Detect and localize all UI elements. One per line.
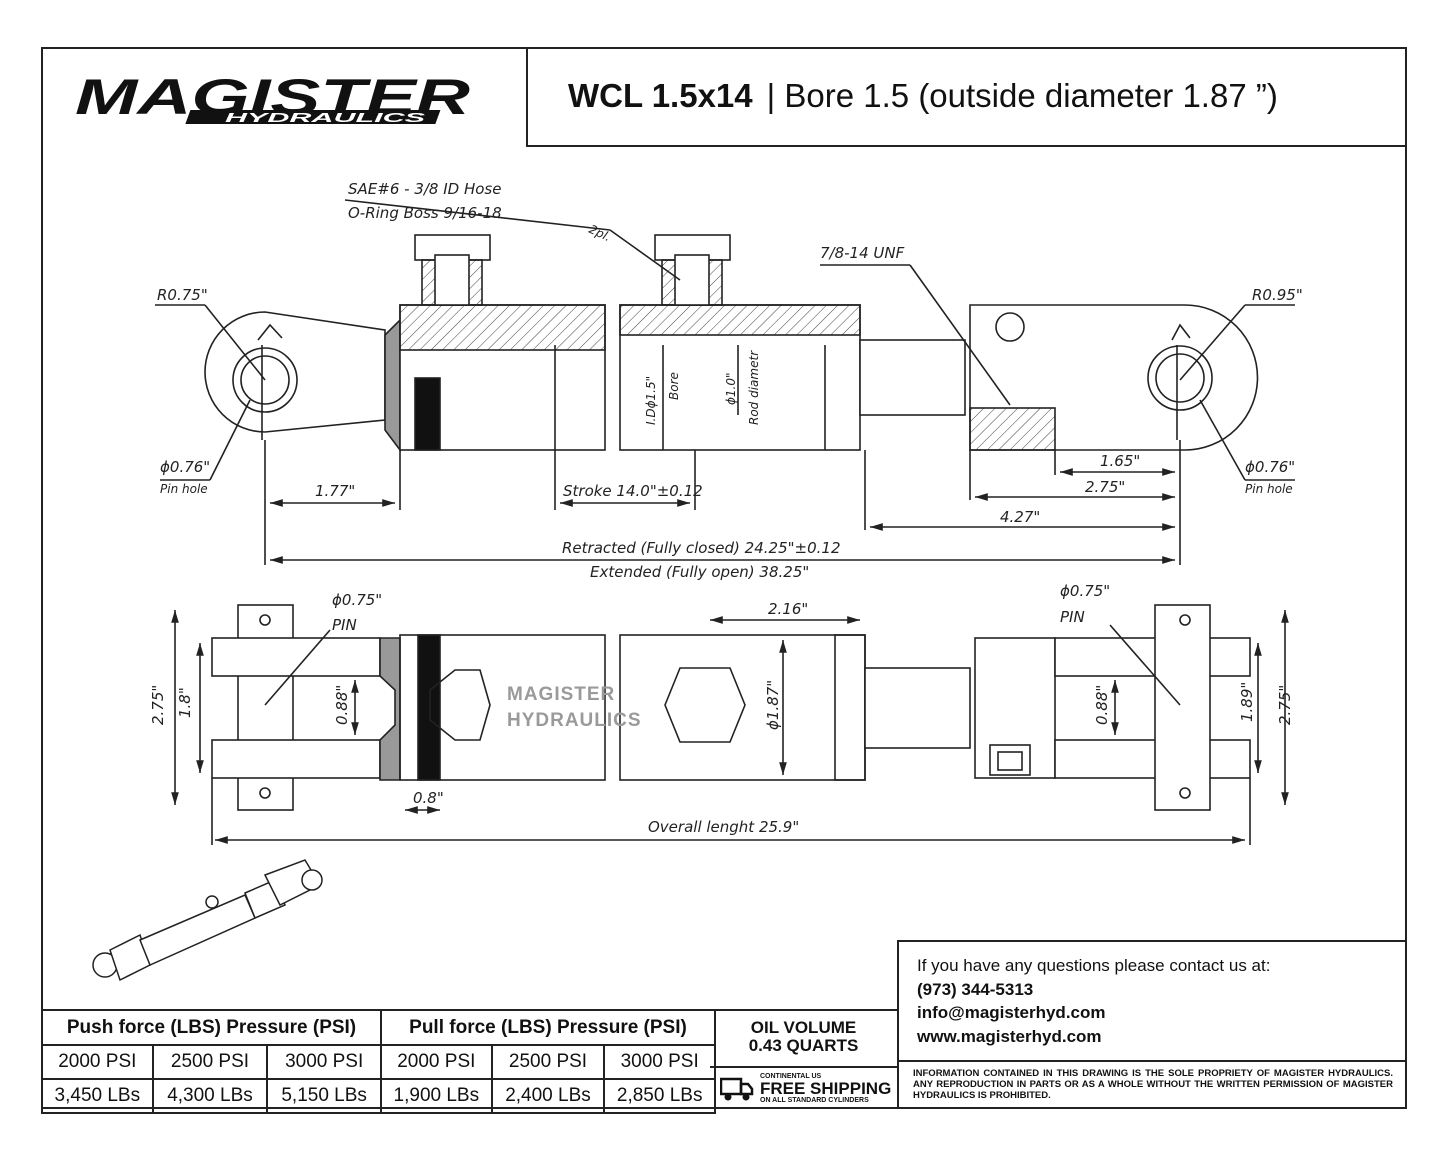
pressure-cell: 2500 PSI	[151, 1044, 269, 1080]
pressure-cell: 2000 PSI	[41, 1044, 154, 1080]
right-189: 1.89"	[1238, 682, 1256, 722]
pressure-cell: 2000 PSI	[380, 1044, 493, 1080]
seal-ring-side	[417, 634, 441, 781]
port-right	[654, 234, 731, 306]
rod-side	[864, 667, 971, 749]
dim-187: ϕ1.87"	[764, 680, 782, 730]
cylinder-render	[92, 859, 323, 982]
right-pin-side: PIN	[1060, 608, 1085, 626]
barrel-top	[399, 304, 861, 451]
left-18: 1.8"	[176, 687, 194, 718]
left-pin-hole: Pin hole	[160, 482, 208, 496]
left-radius: R0.75"	[157, 286, 208, 304]
pull-header: Pull force (LBS) Pressure (PSI)	[380, 1009, 716, 1046]
retracted-length: Retracted (Fully closed) 24.25"±0.12	[562, 539, 840, 557]
force-value: 2,850 LBs	[603, 1078, 716, 1114]
left-clevis-side	[211, 604, 381, 811]
left-pin-dia-side: ϕ0.75"	[332, 591, 382, 609]
right-088: 0.88"	[1093, 685, 1111, 725]
shipping-main: FREE SHIPPING	[760, 1079, 892, 1098]
force-table: Push force (LBS) Pressure (PSI) Pull for…	[41, 1009, 716, 1114]
contact-intro: If you have any questions please contact…	[917, 956, 1271, 975]
dim-165: 1.65"	[1100, 452, 1140, 470]
port-left	[414, 234, 491, 306]
left-clevis-top	[204, 311, 386, 440]
model-title: WCL 1.5x14	[568, 77, 753, 114]
force-value: 3,450 LBs	[41, 1078, 154, 1114]
dim-275: 2.75"	[1085, 478, 1125, 496]
oil-label: OIL VOLUME	[750, 1018, 857, 1037]
oil-value: 0.43 QUARTS	[748, 1036, 859, 1055]
right-radius: R0.95"	[1252, 286, 1303, 304]
barrel-side	[399, 634, 866, 781]
watermark-line2: HYDRAULICS	[507, 710, 642, 731]
force-value: 5,150 LBs	[266, 1078, 382, 1114]
gland-seal	[384, 318, 401, 453]
rod-label-1: ϕ1.0"	[724, 372, 738, 405]
rod-top	[859, 339, 966, 416]
pressure-cell: 2500 PSI	[490, 1044, 606, 1080]
contact-phone[interactable]: (973) 344-5313	[917, 979, 1034, 999]
magister-logo: MAGISTER HYDRAULICS	[75, 70, 470, 125]
right-pin-hole: Pin hole	[1245, 482, 1293, 496]
dim-216: 2.16"	[768, 600, 808, 618]
right-clevis-top	[969, 304, 1259, 451]
force-value: 4,300 LBs	[151, 1078, 269, 1114]
contact-block: If you have any questions please contact…	[897, 940, 1407, 1060]
dim-stroke: Stroke 14.0"±0.12	[563, 482, 703, 500]
dim-left: 1.77"	[315, 482, 355, 500]
contact-email[interactable]: info@magisterhyd.com	[917, 1003, 1106, 1022]
bore-label-1: I.Dϕ1.5"	[644, 376, 658, 425]
left-275: 2.75"	[149, 685, 167, 725]
oil-volume: OIL VOLUME 0.43 QUARTS	[710, 1009, 897, 1066]
left-pin-dia: ϕ0.76"	[160, 458, 210, 476]
pressure-cell: 3000 PSI	[266, 1044, 382, 1080]
logo-sub: HYDRAULICS	[225, 110, 426, 125]
port-qty: 2pl.	[587, 222, 613, 244]
bore-label-2: Bore	[667, 372, 681, 400]
dim-08: 0.8"	[413, 789, 444, 807]
port-note-2: O-Ring Boss 9/16-18	[348, 204, 502, 222]
left-pin-side: PIN	[332, 616, 357, 634]
shipping-badge: CONTINENTAL US FREE SHIPPING ON ALL STAN…	[710, 1066, 897, 1109]
shipping-top: CONTINENTAL US	[760, 1073, 822, 1080]
right-pin-dia: ϕ0.76"	[1245, 458, 1295, 476]
legal-notice: INFORMATION CONTAINED IN THIS DRAWING IS…	[897, 1060, 1407, 1109]
right-pin-dia-side: ϕ0.75"	[1060, 582, 1110, 600]
force-value: 1,900 LBs	[380, 1078, 493, 1114]
overall-length: Overall lenght 25.9"	[648, 818, 799, 836]
extended-length: Extended (Fully open) 38.25"	[590, 563, 809, 581]
left-088: 0.88"	[333, 685, 351, 725]
thread-label: 7/8-14 UNF	[820, 244, 905, 262]
title-block: WCL 1.5x14 | Bore 1.5 (outside diameter …	[526, 47, 1407, 147]
dim-427: 4.27"	[1000, 508, 1040, 526]
drawing-frame	[41, 47, 1407, 1109]
port-note-1: SAE#6 - 3/8 ID Hose	[348, 180, 501, 198]
watermark-line1: MAGISTER	[507, 684, 615, 705]
rod-label-2: Rod diametr	[747, 350, 761, 425]
gland-side	[379, 637, 401, 781]
push-header: Push force (LBS) Pressure (PSI)	[41, 1009, 382, 1046]
right-275: 2.75"	[1276, 685, 1294, 725]
truck-icon	[720, 1077, 754, 1100]
force-value: 2,400 LBs	[490, 1078, 606, 1114]
shipping-bottom: ON ALL STANDARD CYLINDERS	[760, 1097, 869, 1104]
pressure-cell: 3000 PSI	[603, 1044, 716, 1080]
contact-web[interactable]: www.magisterhyd.com	[917, 1026, 1102, 1046]
bore-description: | Bore 1.5 (outside diameter 1.87 ”)	[766, 77, 1278, 114]
right-clevis-side	[974, 604, 1251, 811]
